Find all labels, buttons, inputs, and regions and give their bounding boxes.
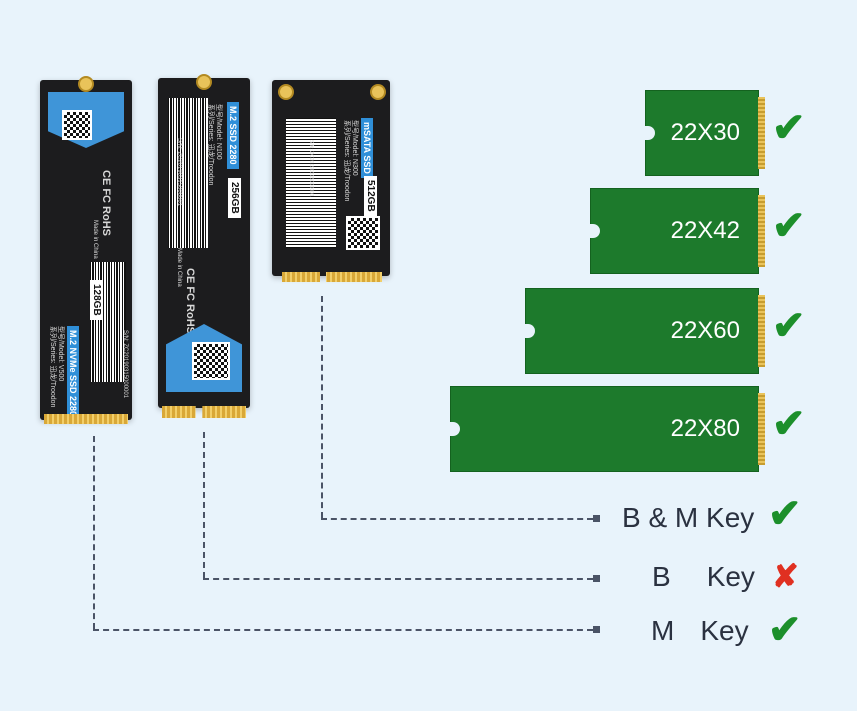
key-letter-m: M [651,615,675,646]
card-capacity: 128GB [90,280,103,320]
card-capacity: 512GB [364,176,377,216]
card-series: 系列/Series: 迅龙/Troodon [343,120,350,202]
card-tag: M.2 NVMe SSD 2280 [67,326,79,421]
mount-hole [370,84,386,100]
ssd-card-sata-2280: M.2 SSD 2280 型号/Model: N100 系列/Series: 迅… [158,74,250,408]
card-tag: mSATA SSD [361,118,373,178]
qr-code [192,342,230,380]
type-tag: M.2 SSD 2280 [227,102,239,169]
card-series: 系列/Series: 迅龙/Troodon [49,326,56,408]
connector-line-sata-horizontal [203,578,593,580]
check-icon: ✔ [768,608,802,652]
board-notch [645,126,655,140]
qr-code [346,216,380,250]
key-letter-b: B [652,561,671,592]
board-notch [450,422,460,436]
key-word: Key [706,561,755,592]
key-label-b: B Key [652,561,755,593]
connector-line-nvme-vertical [93,436,95,629]
form-factor-22x30: 22X30 [645,90,765,176]
ssd-card-msata: mSATA SSD 型号/Model: N300 系列/Series: 迅龙/T… [272,80,390,276]
connector-line-sata-vertical [203,432,205,578]
type-tag: M.2 NVMe SSD 2280 [67,326,79,421]
card-tag: M.2 SSD 2280 [227,102,239,169]
form-factor-22x60: 22X60 [525,288,765,374]
form-factor-label: 22X80 [670,415,740,442]
check-icon: ✔ [768,492,802,536]
card-made-in: Made in China [176,248,182,287]
card-series: 系列/Series: 迅龙/Troodon [207,104,214,186]
board-gold-edge [758,393,765,465]
card-capacity: 256GB [228,178,241,218]
board-notch [525,324,535,338]
capacity-label: 256GB [228,178,241,218]
qr-code [62,110,92,140]
capacity-label: 128GB [90,280,103,320]
check-icon: ✔ [772,106,806,150]
key-label-bm: B & M Key [622,502,755,533]
line-end-marker [593,626,600,633]
barcode [168,98,208,248]
check-icon: ✔ [772,204,806,248]
card-sn: S/N: ZC20190315000001 [308,140,314,197]
card-2-connector [162,406,246,418]
mount-hole [278,84,294,100]
capacity-label: 512GB [364,176,377,216]
card-1-connector [44,414,128,424]
mount-hole [78,76,94,92]
type-tag: mSATA SSD [361,118,373,178]
barcode [286,118,336,248]
check-icon: ✔ [772,402,806,446]
form-factor-label: 22X42 [670,217,740,244]
card-sn: S/N: ZC20190315000001 [176,138,182,207]
connector-line-msata-vertical [321,296,323,518]
card-sn: S/N: ZC20190315000001 [122,330,128,399]
board-gold-edge [758,295,765,367]
form-factor-22x80: 22X80 [450,386,765,472]
check-icon: ✔ [772,304,806,348]
line-end-marker [593,575,600,582]
board-gold-edge [758,97,765,169]
form-factor-label: 22X30 [670,119,740,146]
form-factor-22x42: 22X42 [590,188,765,274]
card-fcc-text: CE FC RoHS [184,268,196,334]
connector-line-nvme-horizontal [93,629,593,631]
board-notch [590,224,600,238]
key-word: Key [700,615,749,646]
card-fcc-text: CE FC RoHS [100,170,112,236]
board-gold-edge [758,195,765,267]
mount-hole [196,74,212,90]
cross-icon: ✘ [772,558,799,594]
card-made-in: Made in China [92,220,98,259]
card-3-connector [282,272,382,282]
key-label-m: M Key [651,615,749,647]
form-factor-label: 22X60 [670,317,740,344]
line-end-marker [593,515,600,522]
connector-line-msata-horizontal [321,518,593,520]
ssd-card-nvme-2280: CE FC RoHS 128GB M.2 NVMe SSD 2280 型号/Mo… [40,76,132,421]
